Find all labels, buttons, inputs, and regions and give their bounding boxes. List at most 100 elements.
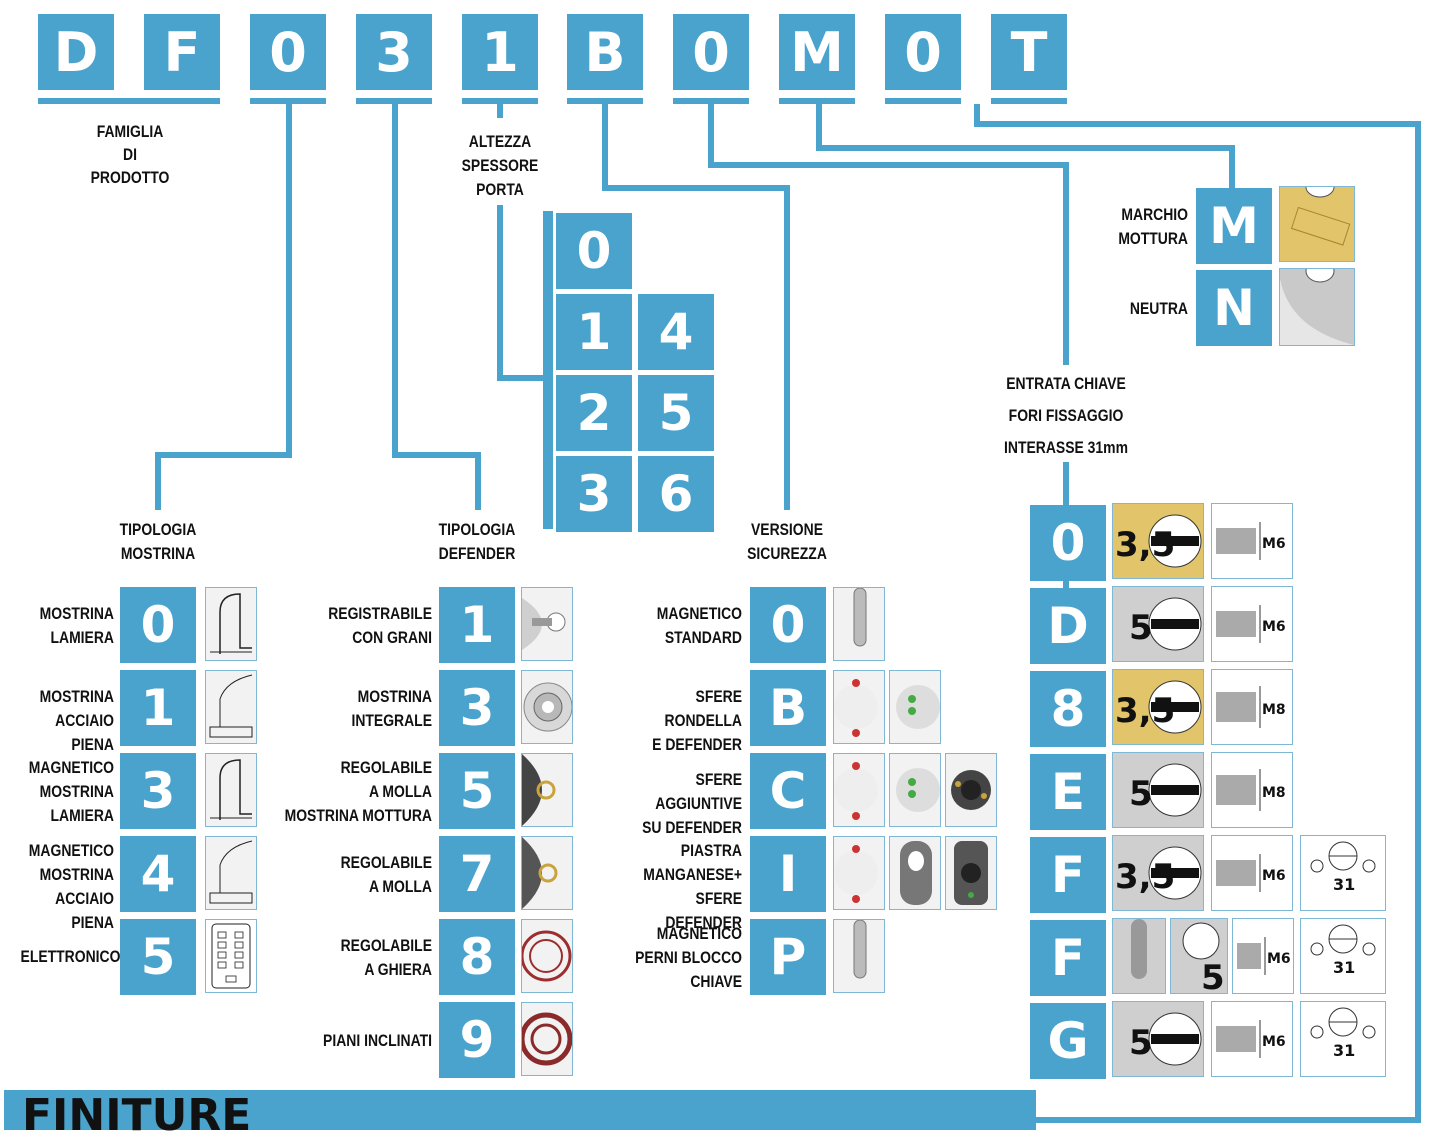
- entrata-f-code-1: F: [1030, 837, 1106, 913]
- code-letter-6: B: [567, 14, 643, 90]
- piani-inclinati-image: [521, 1002, 573, 1076]
- versione-p-code: P: [750, 919, 826, 995]
- entrata-f2-screw-image: M6: [1232, 918, 1294, 994]
- sfere-aggiuntive-image-1: [833, 753, 885, 827]
- underline-3: [250, 98, 326, 104]
- sfere-rondella-image: [833, 670, 885, 744]
- molla-image: [521, 836, 573, 910]
- neutra-image: [1279, 268, 1355, 346]
- code-letter-7: 0: [673, 14, 749, 90]
- mostrina-5-code: 5: [120, 919, 196, 995]
- elettronico-image: [205, 919, 257, 993]
- underline-10: [991, 98, 1067, 104]
- versione-b-label: SFERE RONDELLAE DEFENDER: [617, 685, 742, 757]
- svg-text:3,5: 3,5: [1115, 525, 1175, 565]
- entrata-f1-key-image: 3,5: [1112, 835, 1204, 911]
- versione-i-label: PIASTRAMANGANESE+SFERE DEFENDER: [617, 839, 742, 935]
- defender-9-code: 9: [439, 1002, 515, 1078]
- svg-text:M8: M8: [1262, 785, 1286, 801]
- registrabile-image: [521, 587, 573, 661]
- entrata-e-screw-image: M8: [1211, 752, 1293, 828]
- entrata-f2-interasse-image: 31: [1300, 918, 1386, 994]
- underline-6: [567, 98, 643, 104]
- altezza-5: 5: [638, 375, 714, 451]
- entrata-8-key-image: 3,5: [1112, 669, 1204, 745]
- perni-blocco-image: [833, 919, 885, 993]
- tipologia-defender-label: TIPOLOGIADEFENDER: [428, 518, 526, 566]
- versione-0-code: 0: [750, 587, 826, 663]
- entrata-f1-screw-image: M6: [1211, 835, 1293, 911]
- altezza-4: 4: [638, 294, 714, 370]
- piastra-image-3: [945, 836, 997, 910]
- underline-7: [673, 98, 749, 104]
- marchio-n: N: [1196, 270, 1272, 346]
- entrata-e-code: E: [1030, 754, 1106, 830]
- neutra-label: NEUTRA: [1099, 297, 1188, 321]
- entrata-d-screw-image: M6: [1211, 586, 1293, 662]
- mostrina-3-label: MAGNETICOMOSTRINALAMIERA: [21, 756, 114, 828]
- svg-text:5: 5: [1201, 958, 1225, 993]
- entrata-g-key-image: 5: [1112, 1001, 1204, 1077]
- defender-8-code: 8: [439, 919, 515, 995]
- versione-c-code: C: [750, 753, 826, 829]
- svg-text:5: 5: [1129, 1023, 1153, 1063]
- entrata-d-key-image: 5: [1112, 586, 1204, 662]
- defender-5-code: 5: [439, 753, 515, 829]
- svg-text:M6: M6: [1267, 951, 1291, 967]
- defender-1-code: 1: [439, 587, 515, 663]
- defender-7-code: 7: [439, 836, 515, 912]
- mostrina-lamiera-image: [205, 587, 257, 661]
- code-letter-9: 0: [885, 14, 961, 90]
- code-letter-2: F: [144, 14, 220, 90]
- code-letter-8: M: [779, 14, 855, 90]
- altezza-6: 6: [638, 456, 714, 532]
- mostrina-1-code: 1: [120, 670, 196, 746]
- magnetico-acciaio-image: [205, 836, 257, 910]
- svg-text:5: 5: [1129, 774, 1153, 814]
- marchio-mottura-image: [1279, 186, 1355, 262]
- defender-3-code: 3: [439, 670, 515, 746]
- entrata-e-key-image: 5: [1112, 752, 1204, 828]
- altezza-2: 2: [556, 375, 632, 451]
- svg-text:M6: M6: [1262, 868, 1286, 884]
- underline-5: [462, 98, 538, 104]
- underline-famiglia: [38, 98, 220, 104]
- sfere-aggiuntive-image-2: [889, 753, 941, 827]
- svg-text:M6: M6: [1262, 1034, 1286, 1050]
- code-letter-10: T: [991, 14, 1067, 90]
- underline-9: [885, 98, 961, 104]
- marchio-m: M: [1196, 188, 1272, 264]
- svg-text:31: 31: [1333, 958, 1355, 977]
- underline-4: [356, 98, 432, 104]
- altezza-spine: [543, 211, 553, 529]
- mostrina-4-code: 4: [120, 836, 196, 912]
- svg-text:M6: M6: [1262, 536, 1286, 552]
- entrata-g-screw-image: M6: [1211, 1001, 1293, 1077]
- entrata-g-code: G: [1030, 1003, 1106, 1079]
- defender-9-label: PIANI INCLINATI: [275, 1029, 432, 1053]
- integrale-image: [521, 670, 573, 744]
- entrata-8-code: 8: [1030, 671, 1106, 747]
- magnetico-lamiera-image: [205, 753, 257, 827]
- mostrina-acciaio-image: [205, 670, 257, 744]
- piastra-image-1: [833, 836, 885, 910]
- code-letter-3: 0: [250, 14, 326, 90]
- svg-text:3,5: 3,5: [1115, 691, 1175, 731]
- entrata-f2-key-image-2: 5: [1170, 918, 1228, 994]
- mostrina-0-code: 0: [120, 587, 196, 663]
- entrata-0-screw-image: M6: [1211, 503, 1293, 579]
- ghiera-image: [521, 919, 573, 993]
- code-letter-4: 3: [356, 14, 432, 90]
- svg-text:31: 31: [1333, 875, 1355, 894]
- svg-text:3,5: 3,5: [1115, 857, 1175, 897]
